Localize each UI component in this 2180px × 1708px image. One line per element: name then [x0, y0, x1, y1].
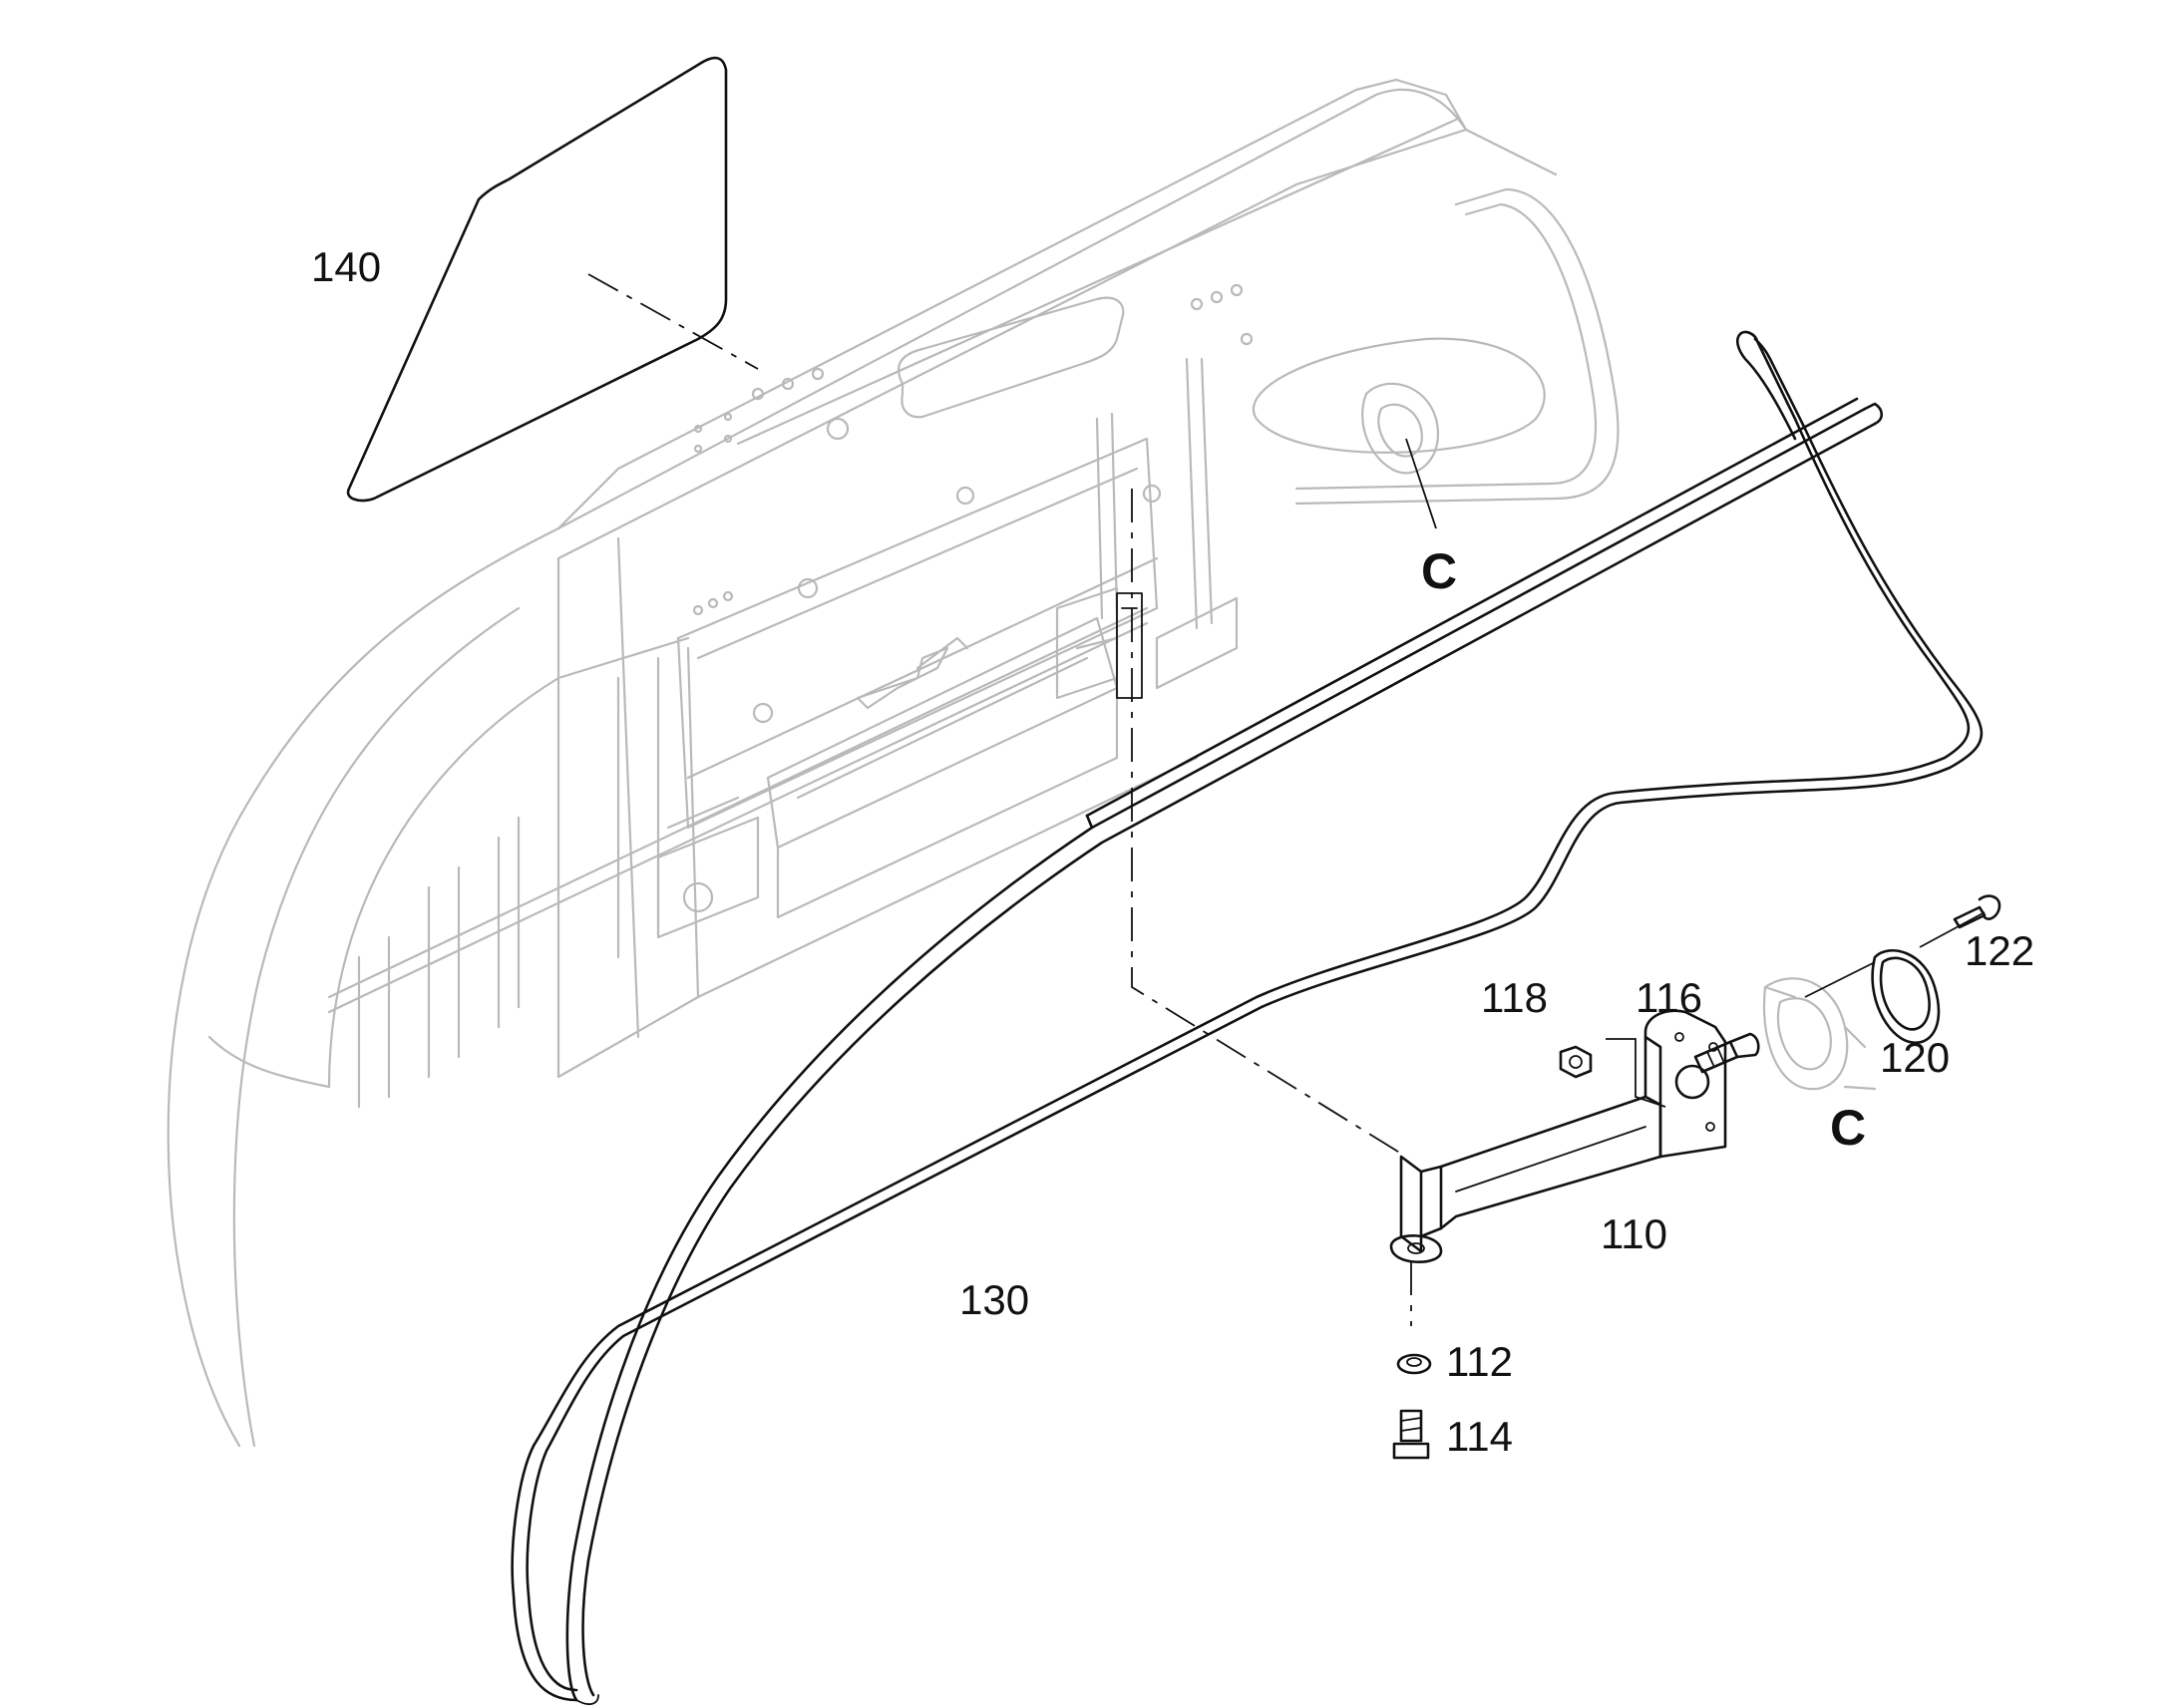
- leader-lamp-ring: [1804, 961, 1876, 998]
- cab-rear-body-outline: [167, 78, 1620, 1448]
- callout-labels: 140 130 110 112 114 116 118 120 122 C C: [311, 243, 2034, 1460]
- detail-label-c-bottom: C: [1830, 1100, 1866, 1156]
- callout-112: 112: [1446, 1338, 1513, 1385]
- callout-140: 140: [311, 243, 381, 290]
- bolt-114: [1392, 1409, 1430, 1460]
- retaining-ring-120: [1871, 948, 1941, 1045]
- nut-118: [1559, 1045, 1593, 1079]
- lamp-housing-detail-c: [1763, 977, 1877, 1091]
- upper-hinge-detail: [1116, 592, 1143, 699]
- callout-116: 116: [1635, 974, 1702, 1021]
- glass-seal-130: [511, 330, 1984, 1706]
- callout-130: 130: [959, 1276, 1029, 1323]
- leader-122: [1919, 911, 1986, 948]
- light-bracket-110: [1389, 1009, 1727, 1263]
- callout-118: 118: [1481, 974, 1548, 1021]
- callout-120: 120: [1880, 1034, 1950, 1081]
- callout-122: 122: [1965, 927, 2034, 974]
- detail-label-c-top: C: [1421, 543, 1457, 599]
- rear-glass-panel-140: [346, 56, 728, 503]
- leader-118: [1606, 1038, 1666, 1108]
- leader-110-dash: [1131, 489, 1412, 1326]
- washer-112: [1396, 1353, 1432, 1375]
- leader-c-top: [1405, 438, 1437, 529]
- stud-116: [1693, 1032, 1760, 1074]
- screw-122: [1953, 894, 2001, 929]
- leader-140-dash: [587, 273, 759, 370]
- callout-114: 114: [1446, 1413, 1513, 1460]
- callout-110: 110: [1601, 1210, 1667, 1257]
